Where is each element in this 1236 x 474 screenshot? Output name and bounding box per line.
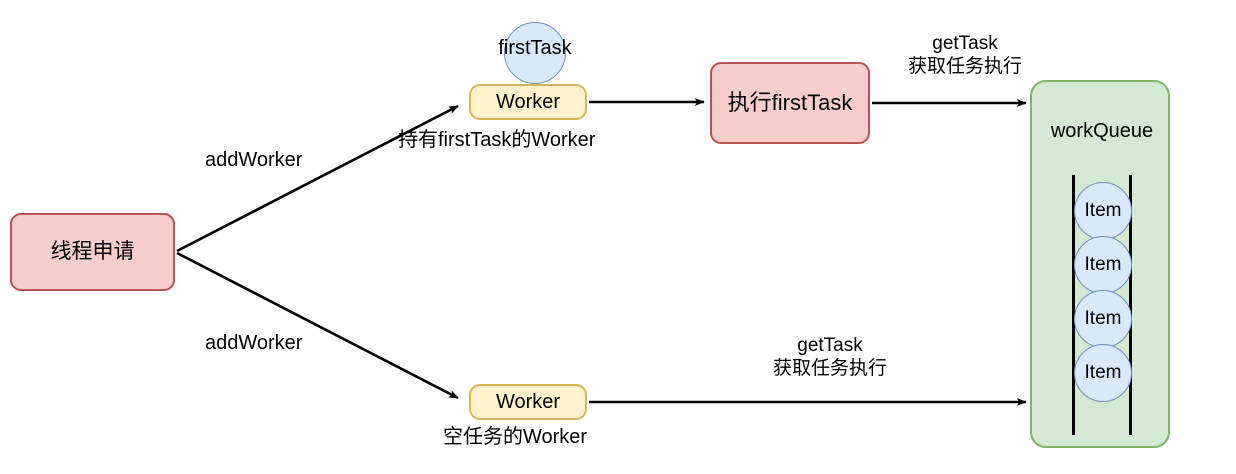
- queue-item[interactable]: Item: [1074, 290, 1132, 348]
- edge-label-empty-task-worker: 空任务的Worker: [443, 426, 588, 448]
- edge-label-holding-first-task-worker: 持有firstTask的Worker: [398, 129, 596, 151]
- node-worker-top-label: Worker: [495, 90, 561, 113]
- node-exec-first-task[interactable]: 执行firstTask: [710, 62, 870, 144]
- node-thread-request-label: 线程申请: [50, 239, 135, 263]
- node-worker-top[interactable]: Worker: [469, 84, 587, 120]
- queue-item[interactable]: Item: [1074, 236, 1132, 294]
- edge-label-add-worker-bottom: addWorker: [205, 332, 303, 354]
- node-exec-first-task-label: 执行firstTask: [727, 90, 853, 116]
- node-first-task-label: firstTask: [498, 37, 572, 59]
- node-work-queue[interactable]: workQueue Item Item Item Item: [1030, 80, 1170, 448]
- queue-item-label: Item: [1084, 254, 1122, 276]
- queue-item-label: Item: [1084, 362, 1122, 384]
- queue-item-label: Item: [1084, 308, 1122, 330]
- queue-item-label: Item: [1084, 200, 1122, 222]
- queue-rail-left: [1072, 175, 1075, 435]
- edge-label-get-task-top: getTask 获取任务执行: [907, 33, 1022, 77]
- node-work-queue-label: workQueue: [1050, 120, 1154, 142]
- edge-label-add-worker-top: addWorker: [205, 149, 303, 171]
- edge-label-get-task-bottom: getTask 获取任务执行: [772, 335, 887, 379]
- queue-rail-right: [1129, 175, 1132, 435]
- node-thread-request[interactable]: 线程申请: [10, 213, 175, 291]
- queue-item[interactable]: Item: [1074, 182, 1132, 240]
- queue-rails: [1072, 175, 1132, 435]
- queue-item[interactable]: Item: [1074, 344, 1132, 402]
- node-worker-bottom-label: Worker: [495, 390, 561, 413]
- node-worker-bottom[interactable]: Worker: [469, 384, 587, 420]
- node-first-task-circle[interactable]: [504, 22, 566, 84]
- queue-items-list: Item Item Item Item: [1074, 182, 1132, 402]
- edge-thread-request-to-worker-bottom: [176, 251, 459, 400]
